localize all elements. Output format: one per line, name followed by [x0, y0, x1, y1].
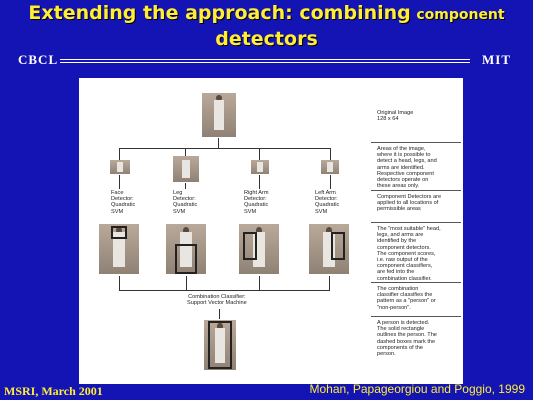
connector-line [185, 183, 186, 189]
note-component-detectors: Component Detectors are applied to all l… [377, 194, 442, 213]
title-line2: detectors [215, 28, 318, 50]
right-arm-detector-label: Right Arm Detector: Quadratic SVM [244, 190, 269, 215]
connector-line [330, 175, 331, 189]
note-divider [371, 222, 461, 223]
note-most-suitable: The "most suitable" head, legs, and arms… [377, 226, 441, 282]
cbcl-logo-text: CBCL [18, 52, 59, 67]
connector-line [259, 175, 260, 189]
footer-venue: MSRI, March 2001 [4, 384, 103, 398]
note-areas: Areas of the image, where it is possible… [377, 146, 437, 190]
connector-line [186, 276, 187, 290]
final-detection-image [204, 320, 236, 370]
left-arm-detector-label: Left Arm Detector: Quadratic SVM [315, 190, 340, 215]
note-person-detected: A person is detected. The solid rectangl… [377, 320, 437, 358]
connector-line [218, 138, 219, 148]
left-arm-area-image [321, 160, 339, 174]
diagram-panel: Face Detector: Quadratic SVM Leg Detecto… [79, 78, 463, 384]
header-rule-2 [60, 62, 470, 63]
connector-line [119, 175, 120, 189]
note-divider [371, 190, 461, 191]
connector-line [185, 148, 186, 156]
face-area-image [110, 160, 130, 174]
face-detector-label: Face Detector: Quadratic SVM [111, 190, 136, 215]
mit-logo-text: MIT [482, 52, 511, 67]
connector-line [259, 148, 260, 160]
leg-area-image [173, 156, 199, 182]
slide-title: Extending the approach: combining compon… [0, 1, 533, 52]
leg-detector-label: Leg Detector: Quadratic SVM [173, 190, 198, 215]
note-divider [371, 142, 461, 143]
leg-detection-image [166, 224, 206, 274]
original-image-caption: Original Image 128 x 64 [377, 110, 414, 123]
right-arm-area-image [251, 160, 269, 174]
connector-line [119, 148, 331, 149]
note-combination: The combination classifier classifies th… [377, 286, 436, 311]
title-line1-small: component [416, 7, 505, 23]
original-image [202, 93, 236, 137]
left-arm-detection-image [309, 224, 349, 274]
footer-citation: Mohan, Papageorgiou and Poggio, 1999 [309, 382, 525, 396]
connector-line [119, 276, 120, 290]
connector-line [259, 276, 260, 290]
connector-line [219, 309, 220, 319]
right-arm-detection-image [239, 224, 279, 274]
note-divider [371, 282, 461, 283]
note-divider [371, 316, 461, 317]
title-line1: Extending the approach: combining [28, 2, 411, 24]
face-detection-image [99, 224, 139, 274]
connector-line [119, 290, 330, 291]
connector-line [329, 276, 330, 290]
combination-classifier-label: Combination Classifier: Support Vector M… [187, 294, 247, 307]
header-rule [60, 59, 470, 60]
connector-line [119, 148, 120, 160]
connector-line [330, 148, 331, 160]
